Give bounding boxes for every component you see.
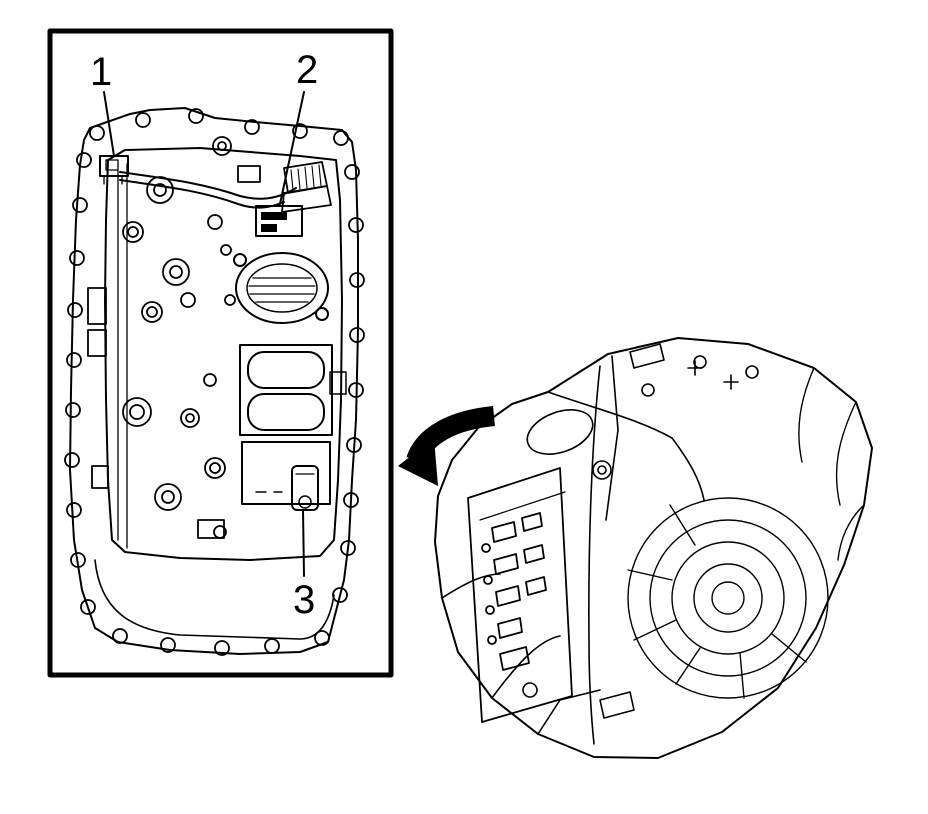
top-face-details xyxy=(526,343,759,501)
pass-through-connector xyxy=(281,161,332,213)
inset-border-box xyxy=(47,28,394,678)
control-body-block xyxy=(467,467,573,723)
manifold-block xyxy=(239,344,347,436)
accumulator-oval xyxy=(233,252,329,324)
callout-leader-lines xyxy=(103,91,305,577)
flip-arrow-icon xyxy=(398,406,496,486)
transmission-silhouette xyxy=(434,337,873,759)
valve-body-plate xyxy=(104,147,343,561)
case-ribs-right xyxy=(798,367,865,561)
plate-inner-edge xyxy=(117,163,128,549)
gasket-outline xyxy=(69,107,359,655)
component-2-connector xyxy=(255,205,303,237)
component-3-solenoid xyxy=(291,465,319,511)
transmission-assembly xyxy=(434,337,873,759)
callout-1-label: 1 xyxy=(90,50,113,94)
case-parting-line xyxy=(588,355,619,745)
leader-2 xyxy=(279,91,305,205)
lower-case-details xyxy=(441,573,635,735)
converter-housing-ribs xyxy=(627,497,829,699)
lower-solenoid-box xyxy=(241,441,331,505)
plate-side-tabs xyxy=(87,165,261,539)
pan-inner-contour xyxy=(94,559,335,640)
gasket-bolt-holes xyxy=(64,108,365,656)
callout-2-label: 2 xyxy=(296,48,319,92)
inset-panel xyxy=(47,28,394,678)
leader-3 xyxy=(302,509,305,577)
callout-3-label: 3 xyxy=(293,578,316,622)
plate-bolt-bosses xyxy=(122,136,236,539)
leader-1 xyxy=(103,91,115,157)
